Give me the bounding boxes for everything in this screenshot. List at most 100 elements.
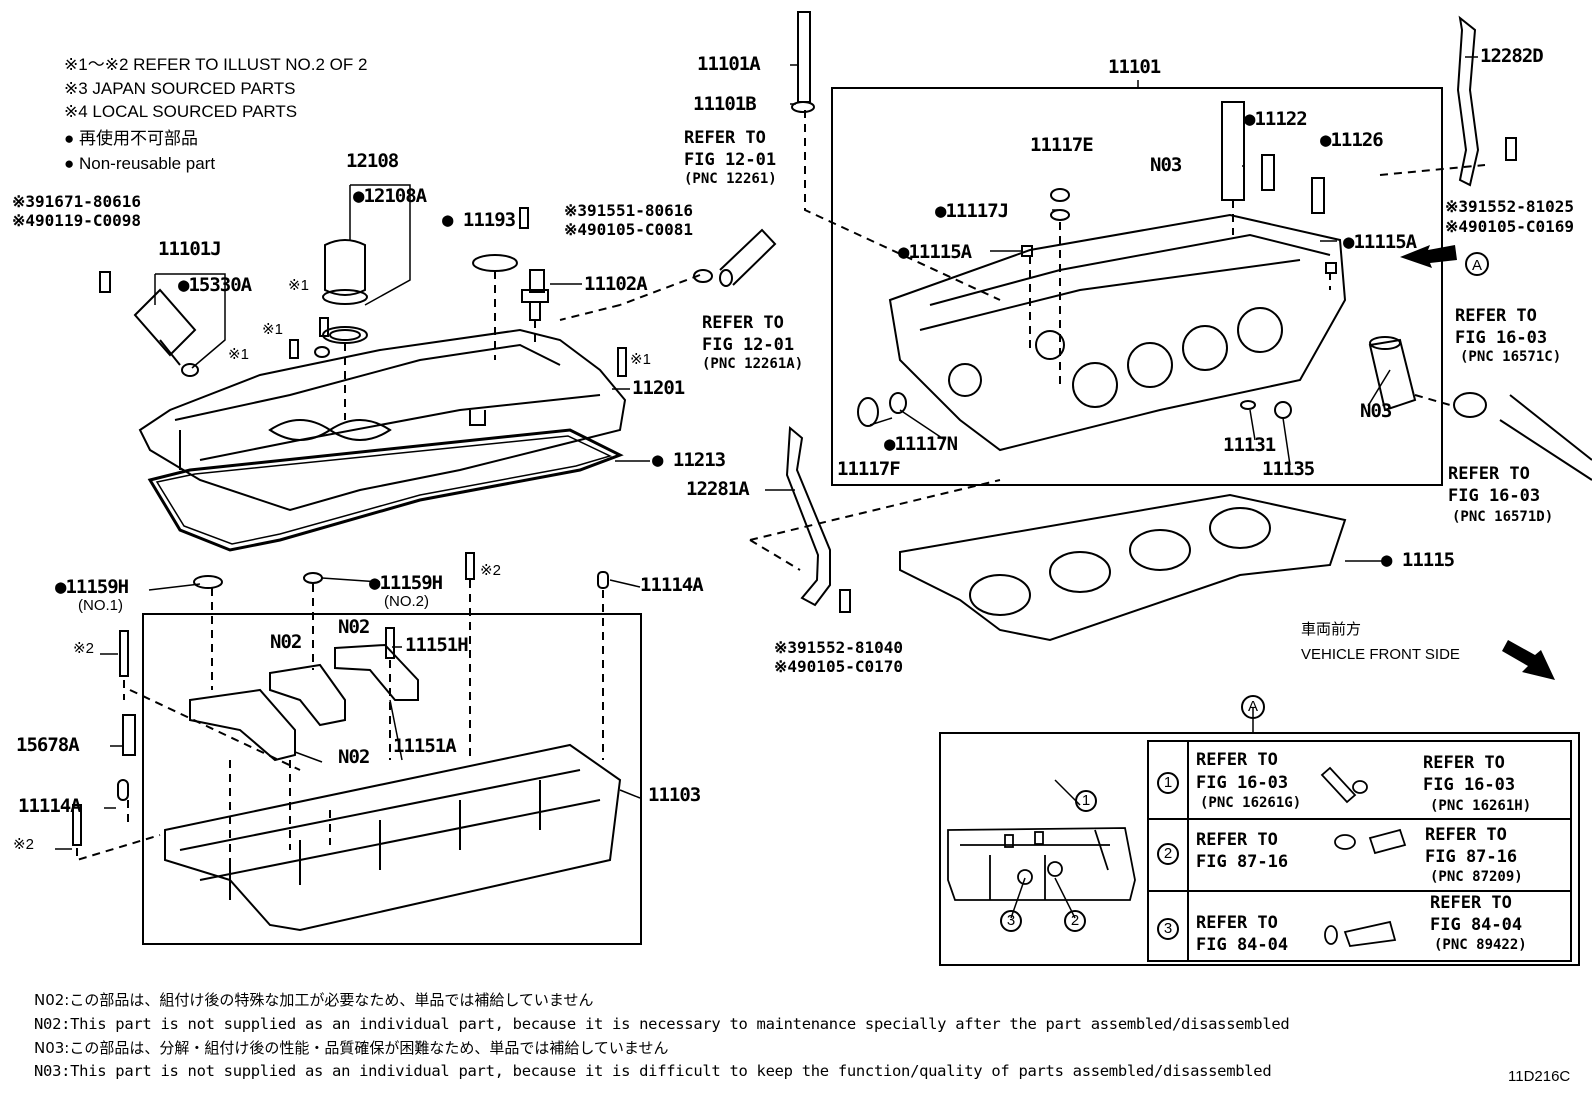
refer-label: FIG 16-03 [1448, 486, 1541, 506]
part-label: ●11117N [884, 433, 958, 455]
vehicle-front-arrow [1502, 640, 1555, 680]
part-label: ※490119-C0098 [12, 211, 141, 230]
part-label: 11101B [693, 93, 757, 115]
refer-label: FIG 12-01 [702, 335, 795, 355]
detail-row2-right: (PNC 87209) [1430, 869, 1523, 885]
view-a-marker: A [1465, 252, 1489, 276]
cylinder-head-block [888, 213, 1347, 452]
detail-row-2-num: 2 [1157, 843, 1179, 865]
row-num-label: 2 [1163, 845, 1173, 862]
detail-row-1-num: 1 [1157, 772, 1179, 794]
detail-a-label-text: A [1247, 698, 1258, 715]
mark-label: ※1 [228, 346, 249, 363]
refer-label: REFER TO [1448, 464, 1530, 484]
part-label: ※490105-C0170 [774, 657, 903, 676]
note-n03-en: N03:This part is not supplied as an indi… [34, 1062, 1272, 1080]
detail-row-3-num: 3 [1157, 918, 1179, 940]
legend-line-2: ※3 JAPAN SOURCED PARTS [64, 79, 296, 98]
legend-line-4: ● 再使用不可部品 [64, 129, 198, 148]
part-label: 11101A [697, 53, 761, 75]
part-label: ※490105-C0081 [564, 220, 693, 239]
refer-label: FIG 16-03 [1455, 328, 1548, 348]
detail-callout-2: 2 [1064, 910, 1086, 932]
detail-row1-left: FIG 16-03 [1196, 773, 1289, 793]
hose-refer-16-03 [1453, 392, 1592, 481]
part-label: N03 [1150, 154, 1182, 176]
part-label: N03 [1360, 400, 1392, 422]
part-label: ● 11213 [652, 449, 726, 471]
mark-label: ※2 [13, 836, 34, 853]
mark-label: ※2 [480, 562, 501, 579]
mark-label: ※2 [73, 640, 94, 657]
refer-label: (PNC 16571D) [1452, 509, 1554, 525]
view-a-arrow [1400, 245, 1457, 268]
head-gasket [899, 493, 1347, 642]
n02-cap-c [334, 643, 419, 701]
detail-row1-right: (PNC 16261H) [1430, 798, 1532, 814]
part-label: ●11115A [1343, 231, 1417, 253]
detail-row1-right: FIG 16-03 [1423, 775, 1516, 795]
part-label: N02 [338, 616, 370, 638]
part-label: 11135 [1262, 458, 1315, 480]
figure-id: 11D216C [1508, 1068, 1571, 1085]
detail-row3-right: REFER TO [1430, 893, 1512, 913]
part-label: ●11115A [898, 241, 972, 263]
part-label: 11103 [648, 784, 701, 806]
sensor-11102A [521, 269, 549, 321]
part-label: 12281A [686, 478, 750, 500]
part-label: 12108 [346, 150, 399, 172]
detail-row3-left: REFER TO [1196, 913, 1278, 933]
refer-label: (PNC 12261A) [702, 356, 804, 372]
refer-label: REFER TO [684, 128, 766, 148]
detail-callout-3: 3 [1000, 910, 1022, 932]
part-label: 11102A [584, 273, 648, 295]
camshaft-housing [164, 743, 622, 932]
part-label: ●11117J [935, 200, 1009, 222]
part-label: N02 [338, 746, 370, 768]
note-n02-jp: N02:この部品は、組付け後の特殊な加工が必要なため、単品では補給していません [34, 991, 594, 1009]
n02-cap-a [189, 688, 296, 762]
cam-housing-frame [142, 613, 642, 945]
part-label: ※490105-C0169 [1445, 217, 1574, 236]
cover-gasket [147, 428, 624, 552]
view-a-marker-label: A [1471, 257, 1482, 274]
cylinder-head-cover [138, 328, 627, 512]
bracket-12282D [1456, 15, 1480, 187]
mark-label: ※1 [262, 321, 283, 338]
part-label: ※391671-80616 [12, 192, 141, 211]
oil-filler-cap [322, 239, 368, 344]
detail-parts [1320, 766, 1407, 947]
row-num-label: 1 [1163, 774, 1173, 791]
part-label: 15678A [16, 734, 80, 756]
note-n03-jp: N03:この部品は、分解・組付け後の性能・品質確保が困難なため、単品では補給して… [34, 1039, 669, 1057]
detail-a-frame [939, 732, 1580, 966]
part-label: ●11122 [1244, 108, 1308, 130]
refer-label: FIG 12-01 [684, 150, 777, 170]
detail-row2-left: REFER TO [1196, 830, 1278, 850]
part-label: ※391552-81040 [774, 638, 903, 657]
vehicle-front-jp: 車両前方 [1301, 621, 1362, 638]
detail-row3-left: FIG 84-04 [1196, 935, 1289, 955]
refer-label: (PNC 12261) [684, 171, 777, 187]
part-label: 11101J [158, 238, 222, 260]
part-label: ● 11115 [1381, 549, 1455, 571]
vehicle-front-en: VEHICLE FRONT SIDE [1301, 646, 1460, 663]
part-label: ●11159H [55, 576, 129, 598]
part-label: 11151H [405, 634, 469, 656]
part-label: ※391551-80616 [564, 201, 693, 220]
detail-callout-label: 3 [1006, 912, 1016, 929]
part-label: 11117F [837, 458, 901, 480]
cylinder-head-frame [831, 87, 1443, 486]
mark-label: ※1 [288, 277, 309, 294]
detail-row2-left: FIG 87-16 [1196, 852, 1289, 872]
detail-callout-label: 1 [1081, 792, 1091, 809]
legend-line-3: ※4 LOCAL SOURCED PARTS [64, 102, 298, 121]
detail-callout-label: 2 [1070, 912, 1080, 929]
part-note: (NO.1) [78, 597, 123, 614]
hose-refer-12-01 [693, 228, 777, 287]
detail-a-label: A [1241, 695, 1265, 719]
detail-callout-1: 1 [1075, 790, 1097, 812]
gasket-11193 [472, 254, 518, 272]
